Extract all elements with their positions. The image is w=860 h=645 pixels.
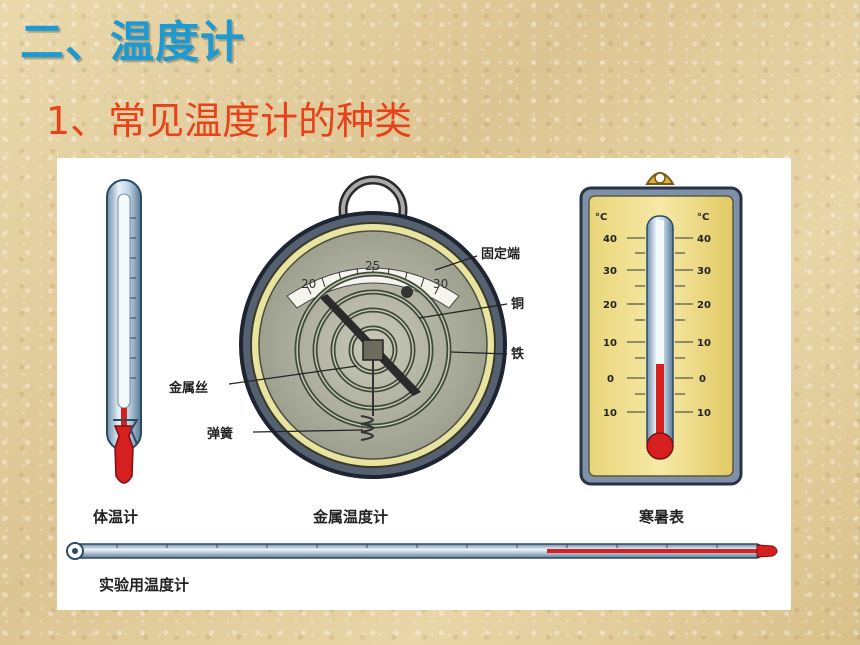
dial-number-30: 30 [433, 277, 448, 291]
label-fixed-end: 固定端 [481, 246, 520, 262]
wall-scale-right-2: 20 [697, 300, 711, 311]
dial-number-25: 25 [365, 259, 380, 273]
wall-scale-left-2: 20 [603, 300, 617, 311]
lab-thermometer [66, 542, 778, 560]
wall-scale-left-1: 30 [603, 266, 617, 277]
wall-scale-left-5: 10 [603, 408, 617, 419]
wall-scale-left-3: 10 [603, 338, 617, 349]
thermometer-figure: 20 25 30 [57, 158, 791, 610]
wall-scale-right-1: 30 [697, 266, 711, 277]
wall-thermometer: °C °C 40 30 20 10 0 10 40 30 20 10 0 10 [579, 172, 743, 486]
dial-number-20: 20 [301, 277, 316, 291]
caption-metal-thermometer: 金属温度计 [312, 508, 388, 526]
metal-thermometer: 20 25 30 [228, 175, 508, 479]
slide-subtitle: 1、常见温度计的种类 [46, 99, 413, 143]
wall-scale-right-3: 10 [697, 338, 711, 349]
label-spring: 弹簧 [207, 426, 233, 442]
wall-scale-right-5: 10 [697, 408, 711, 419]
label-iron: 铁 [510, 346, 524, 362]
wall-scale-left-4: 0 [607, 374, 614, 385]
wall-scale-right-0: 40 [697, 234, 711, 245]
thermometer-illustration: 20 25 30 [66, 172, 778, 594]
caption-lab-thermometer: 实验用温度计 [99, 576, 189, 594]
wall-unit-right: °C [697, 212, 709, 223]
wall-scale-left-0: 40 [603, 234, 617, 245]
slide-title: 二、温度计 [20, 17, 245, 68]
label-metal-wire: 金属丝 [168, 380, 208, 396]
clinical-thermometer [106, 179, 142, 484]
wall-scale-right-4: 0 [699, 374, 706, 385]
label-copper: 铜 [510, 296, 524, 312]
caption-clinical-thermometer: 体温计 [93, 508, 138, 526]
caption-wall-thermometer: 寒暑表 [639, 508, 685, 526]
wall-unit-left: °C [595, 212, 607, 223]
